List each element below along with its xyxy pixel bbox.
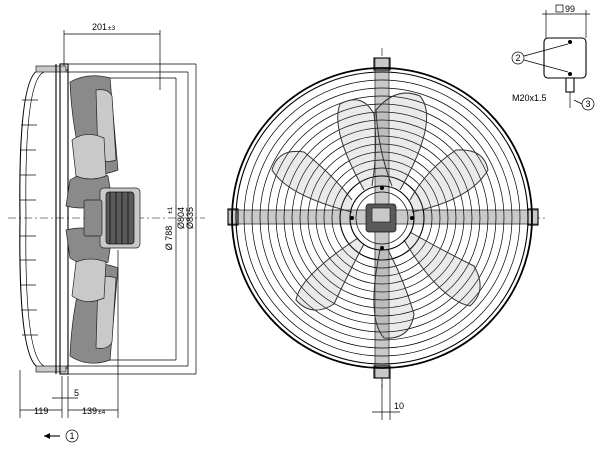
airflow-callout: 1 <box>65 429 79 443</box>
cable-gland-label: M20x1.5 <box>512 93 547 103</box>
dim-10: 10 <box>394 401 404 411</box>
dim-139: 139 <box>82 406 97 416</box>
terminal-box-detail: 99 2 M20x1.5 3 <box>511 4 595 111</box>
side-guard-grille <box>19 65 68 373</box>
front-view: 10 <box>227 48 548 420</box>
callout-3: 3 <box>573 97 595 111</box>
svg-text:3: 3 <box>585 99 590 109</box>
fan-blades <box>271 92 489 339</box>
terminal-box <box>543 37 587 79</box>
dim-diam-788-tol: ±1 <box>167 206 174 214</box>
svg-text:1: 1 <box>69 431 74 441</box>
dim-5: 5 <box>74 388 79 398</box>
cable-gland <box>565 77 575 93</box>
guard-rings <box>231 67 533 369</box>
side-view: 201 ±3 Ø 788 ±1 Ø804 Ø835 119 5 139 ±4 1 <box>8 22 205 443</box>
dim-201: 201 <box>92 22 107 32</box>
cable-dim <box>372 378 400 420</box>
fan-hub <box>349 185 415 251</box>
width-symbol <box>555 4 564 13</box>
dim-201-tol: ±3 <box>108 25 116 32</box>
dim-99: 99 <box>565 4 575 14</box>
callout-2: 2 <box>511 43 569 73</box>
dim-diam-788: Ø 788 <box>164 226 174 251</box>
side-view-motor <box>83 187 141 249</box>
dim-119: 119 <box>34 406 48 416</box>
side-wall-ring <box>55 63 69 375</box>
svg-text:2: 2 <box>515 53 520 63</box>
dim-diam-835: Ø835 <box>185 207 195 229</box>
side-view-dim-lines <box>19 30 197 439</box>
dim-139-tol: ±4 <box>98 409 106 416</box>
dim-diam-804: Ø804 <box>176 207 186 229</box>
